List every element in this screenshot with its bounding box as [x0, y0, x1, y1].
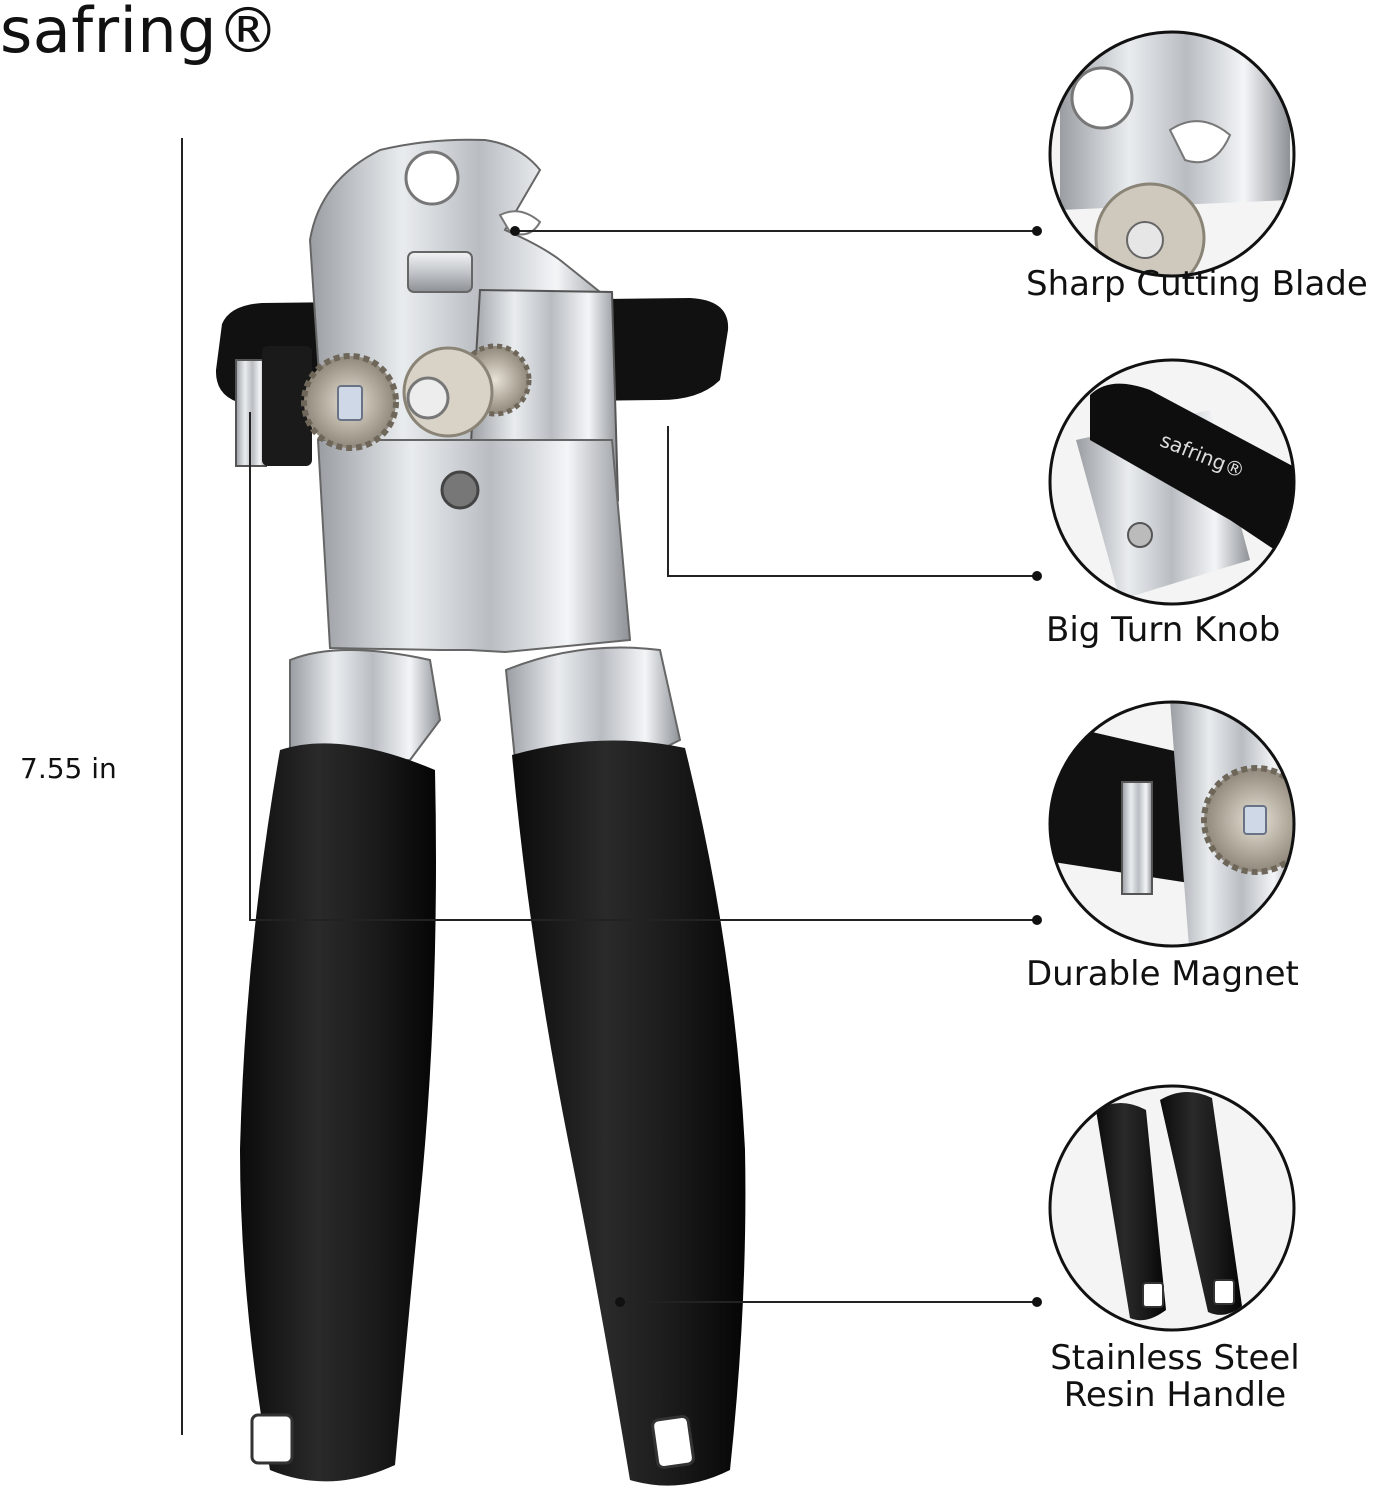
- leader-dot: [1032, 915, 1042, 925]
- left-handle: [240, 743, 436, 1482]
- detail-magnet: [1048, 700, 1296, 948]
- gear-bolt: [337, 385, 363, 421]
- callout-label-magnet: Durable Magnet: [1026, 954, 1299, 994]
- wheel-screw: [406, 376, 450, 420]
- ring-hole: [404, 150, 460, 206]
- right-handle: [512, 740, 746, 1486]
- right-hang-slot: [651, 1415, 695, 1469]
- callout-label-turn-knob: Big Turn Knob: [1046, 610, 1281, 650]
- callout-label-handle-line2: Resin Handle: [1063, 1375, 1287, 1416]
- blade-bracket: [407, 251, 473, 293]
- detail-cutting-blade: [1048, 30, 1296, 278]
- magnet-housing: [262, 346, 312, 466]
- right-collar: [504, 646, 682, 761]
- left-hang-slot: [250, 1413, 294, 1465]
- leader-dot: [615, 1297, 625, 1307]
- left-collar: [289, 649, 442, 772]
- leader-dot: [1032, 1297, 1042, 1307]
- leader-dot: [1032, 226, 1042, 236]
- callout-label-cutting-blade: Sharp Cutting Blade: [1026, 264, 1368, 304]
- detail-turn-knob: safring®: [1048, 358, 1296, 606]
- leader-dot: [1032, 571, 1042, 581]
- leader-lines: [249, 230, 1037, 1303]
- dimension-label: 7.55 in: [20, 752, 117, 785]
- detail-handles: [1048, 1084, 1296, 1332]
- can-opener: [215, 138, 746, 1486]
- leader-dot: [510, 226, 520, 236]
- callout-label-handle-line1: Stainless Steel: [1050, 1338, 1300, 1378]
- brand-logo: safring®: [0, 0, 280, 67]
- lower-plate: [316, 439, 632, 654]
- callout-label-handle: Stainless Steel Resin Handle: [1040, 1338, 1310, 1416]
- rivet: [440, 470, 480, 510]
